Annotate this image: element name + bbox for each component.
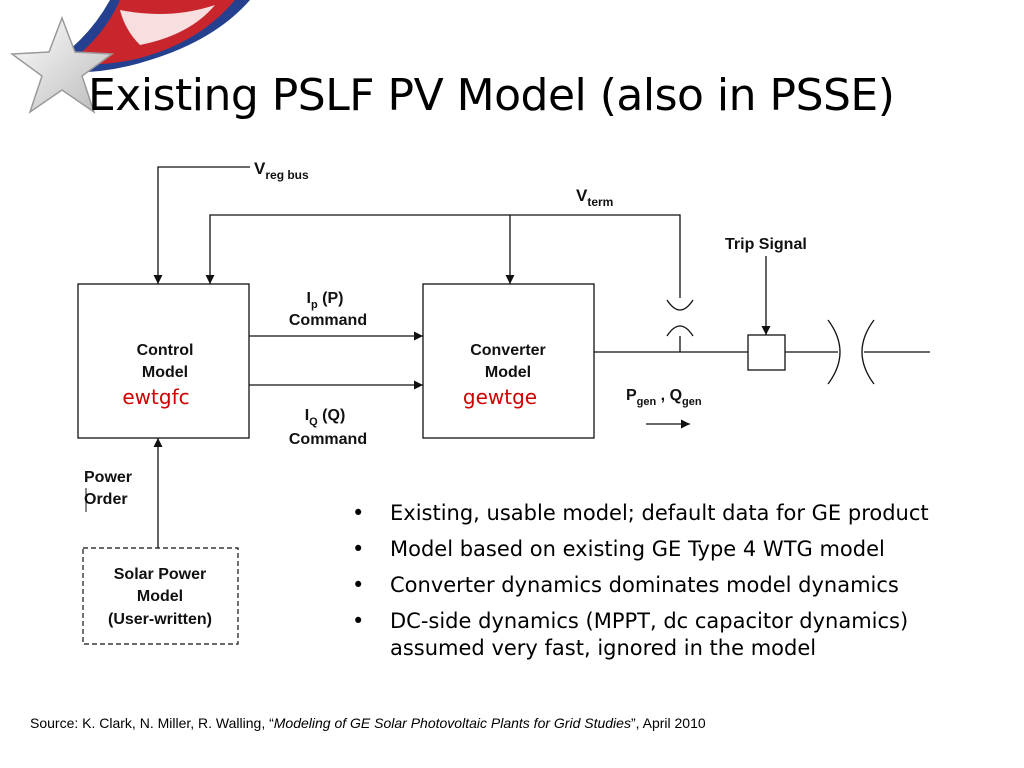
control-model-block: Control Model ewtgfc [77,283,250,439]
white-swoosh [120,5,215,45]
control-model-line2: Model [142,364,188,381]
pgen-qgen-label: Pgen , Qgen [626,387,702,408]
solar-power-model-line1: Solar Power [114,566,206,583]
slide-title: Existing PSLF PV Model (also in PSSE) [88,70,895,121]
power-order-signal: Power Order [84,438,163,548]
power-order-line2: Order [84,491,128,508]
bullet-item: •Existing, usable model; default data fo… [352,501,929,525]
iq-command-line2: Command [289,431,367,448]
vterm-label: Vterm [576,186,613,209]
ip-command-line2: Command [289,312,367,329]
pgen-qgen-output: Pgen , Qgen [626,387,702,429]
star-icon [9,15,115,114]
source-citation: Source: K. Clark, N. Miller, R. Walling,… [30,715,706,731]
bullet-symbol: • [352,573,365,597]
solar-power-model-line2: Model [137,588,183,605]
converter-model-code: gewtge [463,385,537,409]
bullet-item: •Model based on existing GE Type 4 WTG m… [352,537,885,561]
vreg-bus-signal: Vreg bus [153,159,309,284]
vterm-pt-transformer-icon [666,299,694,337]
solar-power-model-block: Solar Power Model (User-written) [82,547,239,645]
ip-command-signal: Ip (P) Command [249,290,423,341]
vterm-signal: Vterm [205,186,681,298]
bullet-list: •Existing, usable model; default data fo… [352,500,1002,671]
bullet-item: •Converter dynamics dominates model dyna… [352,573,899,597]
control-model-line1: Control [137,342,194,359]
step-up-transformer-icon [827,319,875,385]
ip-command-label: Ip (P) [307,290,344,311]
bullet-symbol: • [352,501,365,525]
trip-signal-label: Trip Signal [725,236,807,253]
converter-model-line1: Converter [470,342,546,359]
output-network [594,299,930,385]
power-order-line1: Power [84,469,132,486]
bullet-symbol: • [352,609,365,633]
solar-power-model-line3: (User-written) [108,611,212,628]
trip-signal: Trip Signal [725,236,807,335]
converter-model-line2: Model [485,364,531,381]
pv-model-block-diagram: Vreg bus Vterm Control Model ewtgfc Conv… [77,159,930,645]
converter-model-block: Converter Model gewtge [422,283,595,439]
bullet-item: •DC-side dynamics (MPPT, dc capacitor dy… [352,609,909,660]
breaker-icon [747,334,786,371]
bullet-symbol: • [352,537,365,561]
vreg-bus-label: Vreg bus [254,159,309,182]
iq-command-label: IQ (Q) [305,407,346,428]
iq-command-signal: IQ (Q) Command [249,380,423,448]
control-model-code: ewtgfc [122,385,189,409]
corner-star-logo [0,0,250,114]
